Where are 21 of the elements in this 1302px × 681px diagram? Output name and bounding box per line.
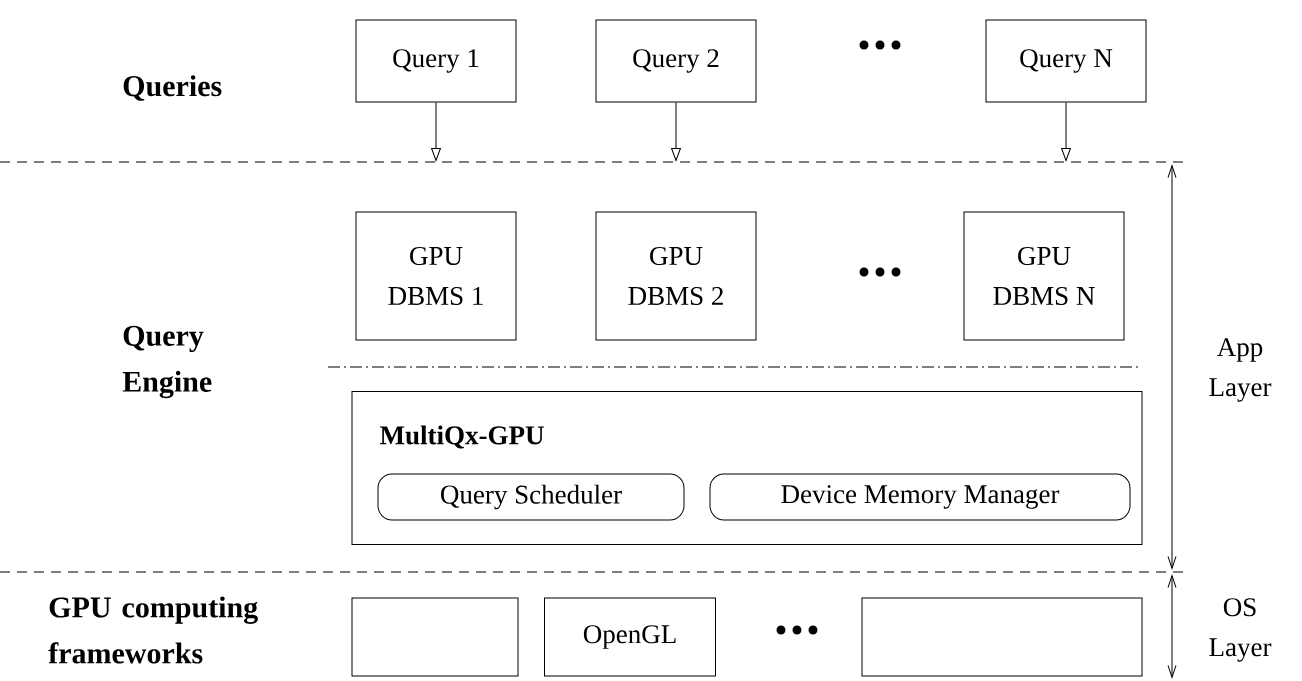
engine-panel bbox=[351, 391, 1143, 545]
process-box: Query 2 bbox=[595, 19, 757, 103]
process-box: GPU DBMS N bbox=[963, 211, 1125, 341]
arrow bbox=[1061, 102, 1071, 161]
layer-label: Query Engine bbox=[122, 325, 212, 399]
process-box: GPU DBMS 1 bbox=[355, 211, 517, 341]
module-box: Device Memory Manager bbox=[709, 473, 1131, 521]
arrow bbox=[671, 102, 681, 161]
layer-label: App Layer bbox=[1209, 338, 1272, 402]
layer-label: GPU computing frameworks bbox=[48, 596, 258, 664]
process-box: OpenGL bbox=[544, 597, 716, 677]
process-box bbox=[351, 597, 519, 677]
layer-label: OS Layer bbox=[1209, 598, 1272, 662]
module-box: Query Scheduler bbox=[377, 473, 685, 521]
process-box: GPU DBMS 2 bbox=[595, 211, 757, 341]
process-box: Query N bbox=[985, 19, 1147, 103]
layer-label: Queries bbox=[123, 75, 222, 101]
panel-heading: MultiQx-GPU bbox=[380, 425, 544, 449]
arrow bbox=[431, 102, 441, 161]
process-box bbox=[861, 597, 1143, 677]
process-box: Query 1 bbox=[355, 19, 517, 103]
